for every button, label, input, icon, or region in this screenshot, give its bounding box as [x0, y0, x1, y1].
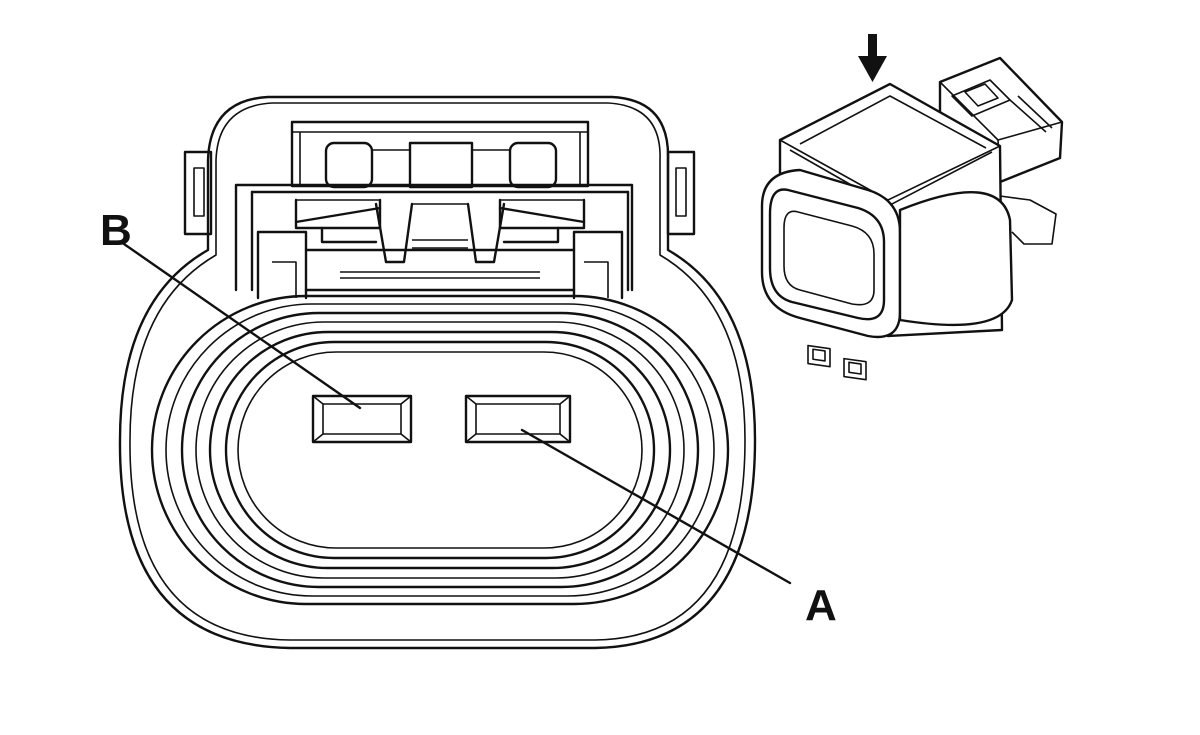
right-latch-tab — [666, 150, 696, 236]
connector-isometric-view — [760, 34, 1064, 381]
connector-front-view — [118, 95, 792, 650]
terminal-a-cavity — [464, 394, 572, 444]
connector-outer-housing — [118, 95, 757, 650]
terminal-b-cavity — [311, 394, 413, 444]
left-latch-tab — [183, 150, 213, 236]
down-arrow-icon — [858, 34, 887, 82]
top-lock-bar — [290, 120, 590, 189]
seal-rings — [150, 294, 730, 606]
callout-label-a: A — [805, 581, 837, 630]
latch-mechanism — [250, 190, 630, 300]
callout-label-b: B — [100, 206, 132, 255]
leader-line-a — [520, 428, 792, 585]
leader-line-b — [122, 242, 362, 410]
